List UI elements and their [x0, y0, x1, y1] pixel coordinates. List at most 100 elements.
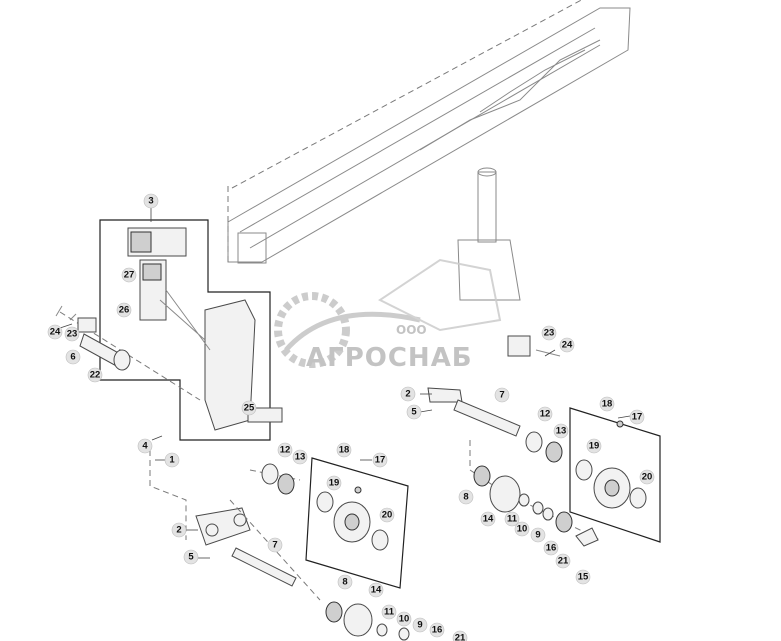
callout-21-left: 21	[452, 630, 468, 641]
svg-text:2: 2	[176, 525, 181, 536]
svg-text:26: 26	[119, 305, 130, 316]
callout-22: 22	[87, 367, 103, 383]
callout-10-left: 10	[396, 611, 412, 627]
svg-text:11: 11	[507, 514, 518, 525]
watermark: ООО АГРОСНАБ	[274, 258, 502, 373]
callout-13-right: 13	[553, 423, 569, 439]
svg-text:14: 14	[371, 585, 382, 596]
svg-text:24: 24	[50, 327, 61, 338]
callout-18-right: 18	[599, 396, 615, 412]
right-spindle-assembly	[427, 387, 661, 547]
svg-text:17: 17	[375, 455, 386, 466]
callout-5-right: 5	[406, 404, 422, 420]
callout-14-left: 14	[368, 582, 384, 598]
svg-text:24: 24	[562, 340, 573, 351]
frame-beam	[227, 0, 631, 264]
callout-25: 25	[241, 400, 257, 416]
svg-text:10: 10	[517, 524, 528, 535]
svg-text:11: 11	[384, 607, 395, 618]
svg-text:6: 6	[70, 352, 75, 363]
svg-text:5: 5	[411, 407, 417, 418]
svg-text:9: 9	[417, 620, 422, 631]
callout-24-left: 24	[47, 324, 63, 340]
callout-15: 15	[575, 569, 591, 585]
callout-13-left: 13	[292, 449, 308, 465]
callout-21-right: 21	[555, 553, 571, 569]
svg-text:14: 14	[483, 514, 494, 525]
svg-text:27: 27	[124, 270, 135, 281]
callout-11-left: 11	[381, 604, 397, 620]
callout-16-right: 16	[543, 540, 559, 556]
callout-14-right: 14	[480, 511, 496, 527]
watermark-title: АГРОСНАБ	[306, 343, 473, 373]
svg-text:16: 16	[546, 543, 557, 554]
svg-text:13: 13	[295, 452, 306, 463]
callout-26: 26	[116, 302, 132, 318]
callout-12-right: 12	[537, 406, 553, 422]
callout-20-left: 20	[379, 507, 395, 523]
callout-17-left: 17	[372, 452, 388, 468]
svg-text:19: 19	[329, 478, 340, 489]
callout-6: 6	[65, 349, 81, 365]
svg-text:23: 23	[544, 328, 555, 339]
watermark-subtitle: ООО	[396, 323, 427, 337]
svg-text:18: 18	[339, 445, 350, 456]
svg-text:9: 9	[535, 530, 540, 541]
callout-23-right: 23	[541, 325, 557, 341]
callout-9-left: 9	[412, 617, 428, 633]
callout-7-right: 7	[494, 387, 510, 403]
svg-text:4: 4	[142, 441, 148, 452]
callout-labels: 3 27 26 25 24 23 6 22 4 1 2 5 7 12 13 18…	[47, 193, 655, 641]
callout-7-left: 7	[267, 537, 283, 553]
svg-text:1: 1	[169, 455, 175, 466]
callout-12-left: 12	[277, 442, 293, 458]
svg-text:15: 15	[578, 572, 589, 583]
right-pin-assembly	[507, 335, 561, 357]
svg-text:21: 21	[455, 633, 466, 641]
callout-17-right: 17	[629, 409, 645, 425]
svg-text:8: 8	[342, 577, 347, 588]
svg-text:18: 18	[602, 399, 613, 410]
callout-10-right: 10	[514, 521, 530, 537]
svg-text:19: 19	[589, 441, 600, 452]
svg-text:2: 2	[405, 389, 410, 400]
callout-18-left: 18	[336, 442, 352, 458]
svg-text:7: 7	[272, 540, 277, 551]
svg-text:17: 17	[632, 412, 643, 423]
callout-2-right: 2	[400, 386, 416, 402]
callout-3: 3	[143, 193, 159, 209]
svg-text:20: 20	[642, 472, 653, 483]
svg-text:12: 12	[280, 445, 291, 456]
callout-19-left: 19	[326, 475, 342, 491]
svg-text:20: 20	[382, 510, 393, 521]
svg-text:23: 23	[67, 329, 78, 340]
callout-4: 4	[137, 438, 153, 454]
decal-box	[99, 219, 283, 441]
callout-5-left: 5	[183, 549, 199, 565]
callout-27: 27	[121, 267, 137, 283]
callout-23-left: 23	[64, 326, 80, 342]
svg-text:8: 8	[463, 492, 468, 503]
callout-19-right: 19	[586, 438, 602, 454]
svg-text:3: 3	[148, 196, 153, 207]
svg-text:22: 22	[90, 370, 101, 381]
left-spindle-assembly	[149, 450, 410, 641]
callout-20-right: 20	[639, 469, 655, 485]
svg-text:25: 25	[244, 403, 255, 414]
svg-text:5: 5	[188, 552, 194, 563]
callout-1: 1	[164, 452, 180, 468]
svg-text:12: 12	[540, 409, 551, 420]
svg-text:13: 13	[556, 426, 567, 437]
svg-text:7: 7	[499, 390, 504, 401]
svg-text:16: 16	[432, 625, 443, 636]
callout-2-left: 2	[171, 522, 187, 538]
callout-24-right: 24	[559, 337, 575, 353]
svg-text:10: 10	[399, 614, 410, 625]
callout-8-right: 8	[458, 489, 474, 505]
callout-8-left: 8	[337, 574, 353, 590]
leader-lines	[59, 208, 631, 559]
callout-11-right: 11	[504, 511, 520, 527]
svg-text:21: 21	[558, 556, 569, 567]
jack-post	[457, 167, 521, 301]
